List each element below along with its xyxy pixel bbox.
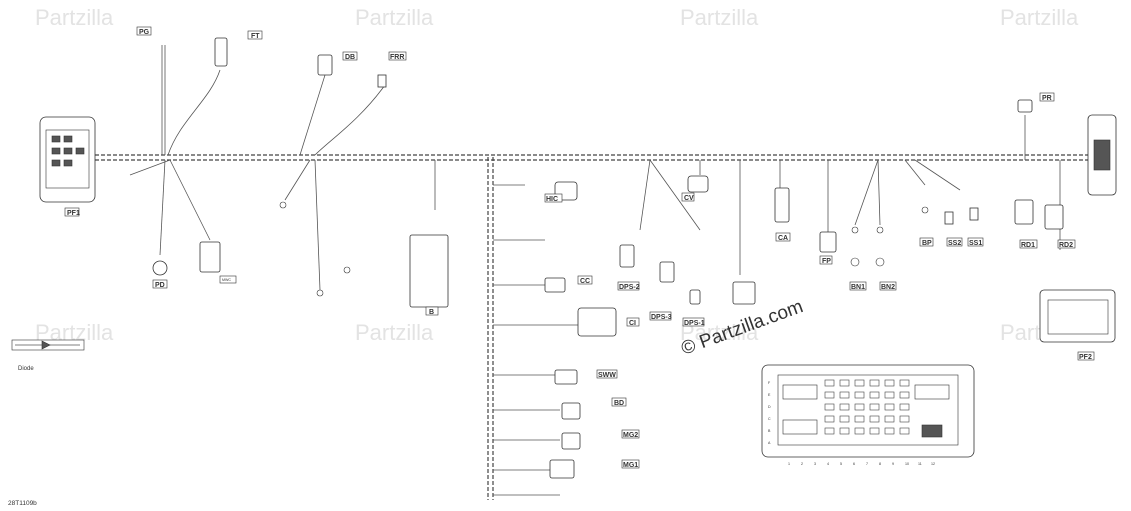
diode-detail: Diode	[11, 339, 85, 372]
code-dps2: DPS-2	[619, 284, 640, 291]
connector-cc: CC	[544, 275, 593, 293]
watermark: Partzilla	[1000, 5, 1079, 30]
fuse-box-pf1: PF1	[39, 116, 96, 217]
connector-ft: FT	[214, 30, 263, 67]
regulators: RD1 RD2	[1014, 199, 1076, 249]
col-label: 9	[892, 462, 894, 466]
code-mg2: MG2	[623, 432, 638, 439]
code-ss1: SS1	[969, 240, 982, 247]
watermarks: Partzilla Partzilla Partzilla Partzilla …	[35, 5, 1079, 345]
code-frr: FRR	[390, 54, 404, 61]
row-label: D	[768, 405, 771, 409]
code-pf1: PF1	[67, 210, 80, 217]
code-bn1: BN1	[851, 284, 865, 291]
module-b: B	[409, 234, 449, 316]
connector-pd: PD	[152, 260, 168, 289]
connector-bp-ss: BP SS2 SS1	[919, 206, 984, 247]
code-pr: PR	[1042, 95, 1052, 102]
watermark: Partzilla	[35, 5, 114, 30]
diode-label: Diode	[18, 366, 34, 372]
connector-fp: FP	[819, 231, 837, 265]
row-label: C	[768, 417, 771, 421]
col-label: 1	[788, 462, 790, 466]
fuse-box-detail: F E D C B A 1 2 3 4 5 6 7 8 9 10 11 12	[761, 364, 975, 466]
fuse-col-labels: 1 2 3 4 5 6 7 8 9 10 11 12	[788, 462, 935, 466]
col-label: 12	[931, 462, 935, 466]
code-pf2: PF2	[1079, 354, 1092, 361]
code-ca: CA	[778, 235, 788, 242]
row-label: A	[768, 441, 771, 445]
connector-block	[732, 281, 756, 305]
code-ci: CI	[629, 320, 636, 327]
col-label: 7	[866, 462, 868, 466]
code-rd2: RD2	[1059, 242, 1073, 249]
code-db: DB	[345, 54, 355, 61]
fuse-box-pf2: PF2	[1039, 289, 1116, 361]
code-ft: FT	[251, 33, 260, 40]
code-bn2: BN2	[881, 284, 895, 291]
connector-db: DB	[317, 51, 358, 76]
ground-terminals: BN1 BN2	[849, 226, 897, 291]
code-bp: BP	[922, 240, 932, 247]
connector-mwc: MWC	[199, 241, 237, 284]
connector-mg2: MG2	[561, 429, 640, 450]
ring-terminals	[279, 201, 351, 297]
connector-mg1: MG1	[549, 459, 640, 479]
connector-dps: DPS-2 DPS-1 DPS-3	[617, 244, 705, 327]
code-rd1: RD1	[1021, 242, 1035, 249]
code-hic: HIC	[546, 196, 558, 203]
watermark: Partzilla	[355, 320, 434, 345]
code-fp: FP	[822, 258, 831, 265]
connector-right	[1087, 114, 1117, 196]
branch-wires	[129, 45, 1061, 496]
connector-ci: CI	[577, 307, 640, 337]
code-mg1: MG1	[623, 462, 638, 469]
row-label: E	[768, 393, 771, 397]
code-dps3: DPS-3	[651, 314, 672, 321]
col-label: 6	[853, 462, 855, 466]
col-label: 10	[905, 462, 909, 466]
col-label: 4	[827, 462, 829, 466]
code-dps1: DPS-1	[684, 320, 705, 327]
fuse-grid	[824, 379, 943, 438]
col-label: 3	[814, 462, 816, 466]
row-label: B	[768, 429, 771, 433]
col-label: 5	[840, 462, 842, 466]
code-ss2: SS2	[948, 240, 961, 247]
col-label: 11	[918, 462, 922, 466]
watermark: Partzilla	[355, 5, 434, 30]
watermark: Partzilla	[680, 5, 759, 30]
diagram-id: 28T1109b	[8, 500, 37, 507]
connector-bd: BD	[561, 397, 627, 420]
row-label: F	[768, 381, 771, 385]
connector-hic: HIC	[544, 181, 578, 203]
code-sww: SWW	[598, 372, 616, 379]
code-mwc: MWC	[222, 278, 231, 282]
connector-pr: PR	[1017, 92, 1055, 113]
connector-sww: SWW	[554, 369, 618, 385]
code-cc: CC	[580, 278, 590, 285]
code-pd: PD	[155, 282, 165, 289]
connector-pg: PG	[136, 26, 152, 36]
code-pg: PG	[139, 29, 150, 36]
code-bd: BD	[614, 400, 624, 407]
fuse-row-labels: F E D C B A	[768, 381, 771, 445]
col-label: 2	[801, 462, 803, 466]
col-label: 8	[879, 462, 881, 466]
code-b: B	[429, 309, 434, 316]
code-cv: CV	[684, 195, 694, 202]
connector-cv: CV	[681, 175, 709, 202]
connector-frr: FRR	[377, 51, 407, 88]
main-harness	[95, 154, 1090, 500]
connector-ca: CA	[774, 187, 791, 242]
